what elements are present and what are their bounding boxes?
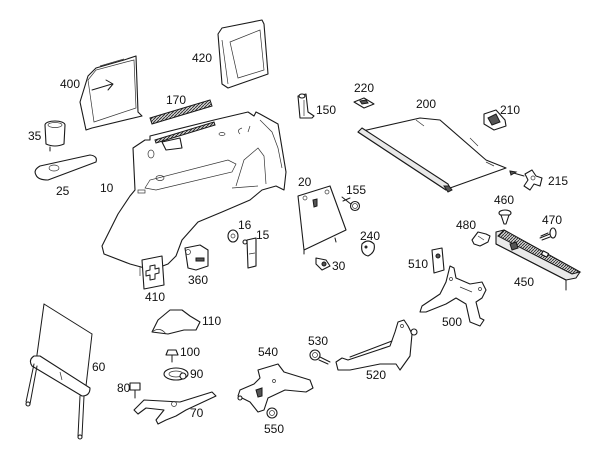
label-70: 70 xyxy=(190,406,204,420)
label-25: 25 xyxy=(56,184,70,198)
part-110[interactable] xyxy=(151,309,201,335)
part-550[interactable] xyxy=(266,407,278,419)
label-460: 460 xyxy=(494,193,514,207)
part-460[interactable] xyxy=(498,209,512,225)
label-150: 150 xyxy=(316,103,336,117)
label-470: 470 xyxy=(542,213,562,227)
part-420[interactable] xyxy=(217,19,269,89)
label-530: 530 xyxy=(308,334,328,348)
part-100[interactable] xyxy=(165,349,179,363)
part-540[interactable] xyxy=(237,363,314,413)
label-420: 420 xyxy=(192,51,212,65)
label-20: 20 xyxy=(298,175,312,189)
label-220: 220 xyxy=(354,81,374,95)
label-480: 480 xyxy=(456,218,476,232)
label-210: 210 xyxy=(500,103,520,117)
label-10: 10 xyxy=(100,181,114,195)
label-80: 80 xyxy=(117,381,131,395)
part-470[interactable] xyxy=(539,227,557,241)
part-170[interactable] xyxy=(149,99,213,125)
label-16: 16 xyxy=(238,218,252,232)
label-520: 520 xyxy=(366,368,386,382)
part-500[interactable] xyxy=(419,265,487,327)
part-150[interactable] xyxy=(297,93,315,119)
label-240: 240 xyxy=(360,229,380,243)
label-450: 450 xyxy=(514,275,534,289)
part-510[interactable] xyxy=(431,247,445,274)
part-215[interactable] xyxy=(509,169,543,191)
part-90[interactable] xyxy=(163,367,189,381)
label-550: 550 xyxy=(264,422,284,436)
label-35: 35 xyxy=(28,129,42,143)
label-100: 100 xyxy=(180,345,200,359)
part-240[interactable] xyxy=(361,240,375,257)
label-500: 500 xyxy=(442,315,462,329)
part-400[interactable] xyxy=(79,55,143,131)
label-400: 400 xyxy=(60,77,80,91)
part-410[interactable] xyxy=(139,255,165,290)
label-510: 510 xyxy=(408,257,428,271)
part-25[interactable] xyxy=(34,154,97,181)
label-30: 30 xyxy=(332,259,346,273)
part-360[interactable] xyxy=(184,244,209,271)
label-110: 110 xyxy=(202,314,221,328)
part-80[interactable] xyxy=(129,382,141,399)
part-155[interactable] xyxy=(341,196,361,212)
label-15: 15 xyxy=(256,228,270,242)
part-200[interactable] xyxy=(357,117,507,193)
part-60[interactable] xyxy=(25,303,93,440)
label-90: 90 xyxy=(190,367,204,381)
label-60: 60 xyxy=(92,360,106,374)
part-210[interactable] xyxy=(483,109,507,131)
part-70[interactable] xyxy=(133,391,217,425)
part-480[interactable] xyxy=(471,231,491,247)
label-215: 215 xyxy=(548,174,568,188)
label-200: 200 xyxy=(416,97,436,111)
label-155: 155 xyxy=(346,183,366,197)
part-10[interactable] xyxy=(101,111,287,271)
label-540: 540 xyxy=(258,345,278,359)
part-450[interactable] xyxy=(495,229,582,291)
part-20[interactable] xyxy=(297,185,347,255)
part-220[interactable] xyxy=(353,97,375,109)
part-30[interactable] xyxy=(315,257,331,271)
part-530[interactable] xyxy=(309,349,331,365)
label-360: 360 xyxy=(188,273,208,287)
part-35[interactable] xyxy=(44,120,66,152)
part-520[interactable] xyxy=(335,319,418,371)
label-410: 410 xyxy=(145,290,165,304)
label-170: 170 xyxy=(166,93,186,107)
part-16[interactable] xyxy=(227,229,239,243)
part-15[interactable] xyxy=(242,237,257,269)
